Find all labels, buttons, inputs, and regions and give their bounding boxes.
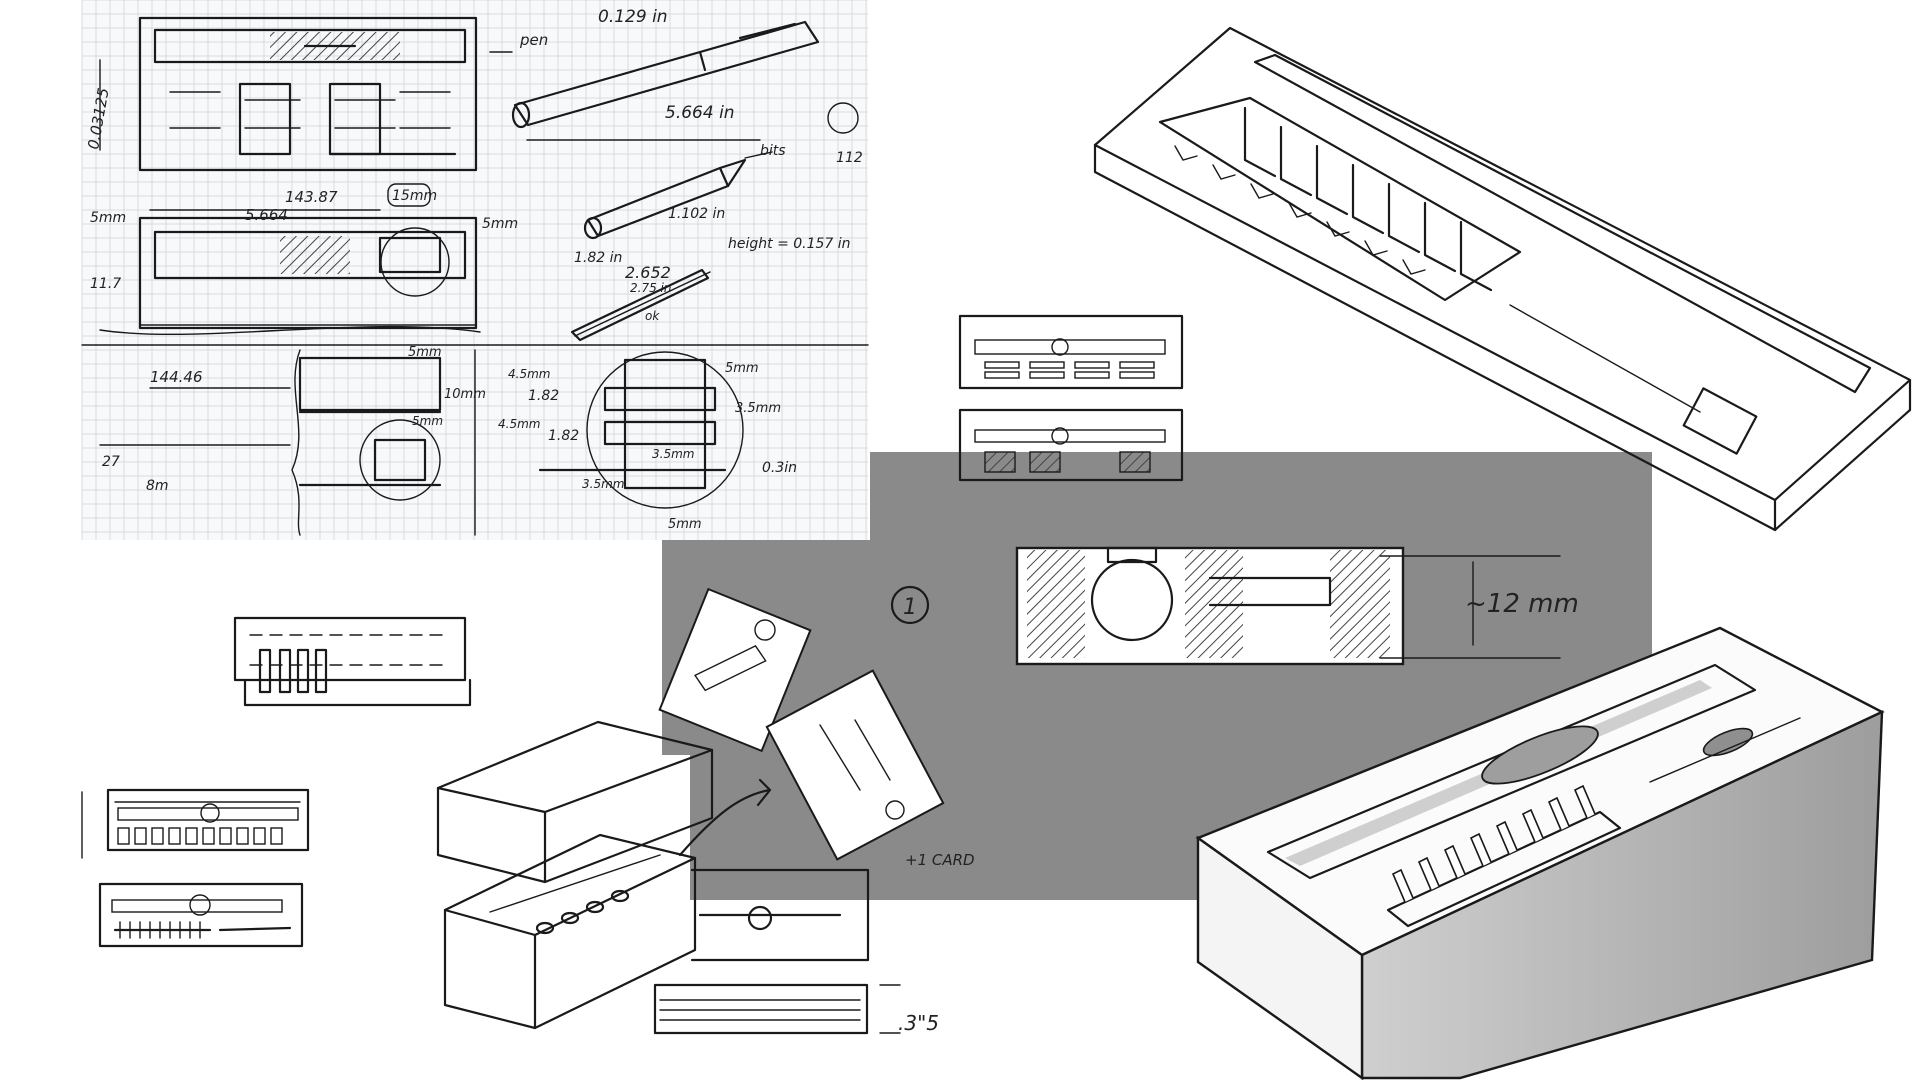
instruction-card-a [658, 587, 812, 753]
mini-tray-a [958, 314, 1184, 390]
label-bit-length: 1.102 in [668, 206, 725, 222]
label-slot-45mm-b: 4.5mm [498, 417, 540, 431]
tray-layout-c [81, 788, 310, 859]
label-margin-left: 5mm [90, 210, 126, 226]
label-tray-length-mm: 143.87 [285, 188, 338, 206]
pen-sketch [489, 20, 820, 141]
label-slot-bottom-5mm: 5mm [668, 517, 702, 532]
label-knife: ok [645, 309, 660, 323]
box-base-sketch [443, 833, 697, 1030]
label-slot-45mm-a: 4.5mm [508, 367, 550, 381]
cross-section-sketch [1015, 546, 1561, 666]
grid-tray-plan-top [99, 16, 478, 172]
label-circle-number: 1 [903, 595, 917, 620]
label-bits: bits [760, 143, 786, 159]
label-detail-8mm: 8m [146, 478, 169, 494]
bit-sketch [583, 151, 773, 240]
grid-slot-detail [538, 351, 744, 509]
label-tray-length-in: 5.664 [245, 206, 288, 224]
label-slot-35mm-b: 3.5mm [652, 447, 694, 461]
arrow-to-card [678, 778, 772, 857]
label-slot-03in: 0.3in [762, 460, 797, 476]
label-slot-5mm: 5mm [725, 361, 759, 376]
label-detail-length: 144.46 [150, 368, 203, 386]
label-bit-height: height = 0.157 in [728, 236, 851, 252]
label-slot-182-a: 1.82 [528, 388, 559, 404]
label-margin-right: 5mm [482, 216, 518, 232]
perspective-box-render [1195, 626, 1885, 1080]
grid-tray-detail [81, 344, 869, 536]
label-detail-27: 27 [102, 454, 120, 470]
label-gap-15mm: 15mm [392, 188, 437, 204]
layered-section-sketch [653, 983, 901, 1035]
label-slot-35mm: 3.5mm [735, 401, 781, 416]
label-slot-3mm: 3.5mm [582, 477, 624, 491]
box-lid-sketch [436, 720, 714, 884]
isometric-tray-top [1093, 26, 1912, 532]
label-corner-note: 112 [836, 150, 863, 166]
label-tray-height: 11.7 [90, 276, 121, 292]
tray-layout-e [690, 868, 870, 962]
label-bit-width: 1.82 in [574, 250, 622, 266]
tray-layout-d [98, 882, 304, 948]
label-knife-len-a: 2.652 [625, 263, 671, 282]
label-pen: pen [519, 31, 548, 49]
label-detail-10mm: 10mm [444, 387, 486, 402]
mini-tray-b [958, 408, 1184, 482]
label-knife-len-b: 2.75 in [630, 281, 671, 295]
label-pen-diameter: 0.129 in [598, 7, 668, 27]
label-card-note: +1 CARD [905, 851, 975, 869]
instruction-card-b [765, 669, 945, 861]
label-slot-182-b: 1.82 [548, 428, 579, 444]
knife-sketch [570, 268, 711, 342]
side-box-sketch [233, 616, 472, 707]
label-detail-5mm-top: 5mm [408, 345, 442, 360]
grid-tray-plan-mid [99, 209, 481, 336]
label-depth-note: .3"5 [898, 1011, 939, 1035]
label-height-12mm: ~12 mm [1465, 589, 1579, 619]
label-detail-5mm-mid: 5mm [412, 414, 443, 428]
label-pen-length: 5.664 in [665, 103, 735, 123]
